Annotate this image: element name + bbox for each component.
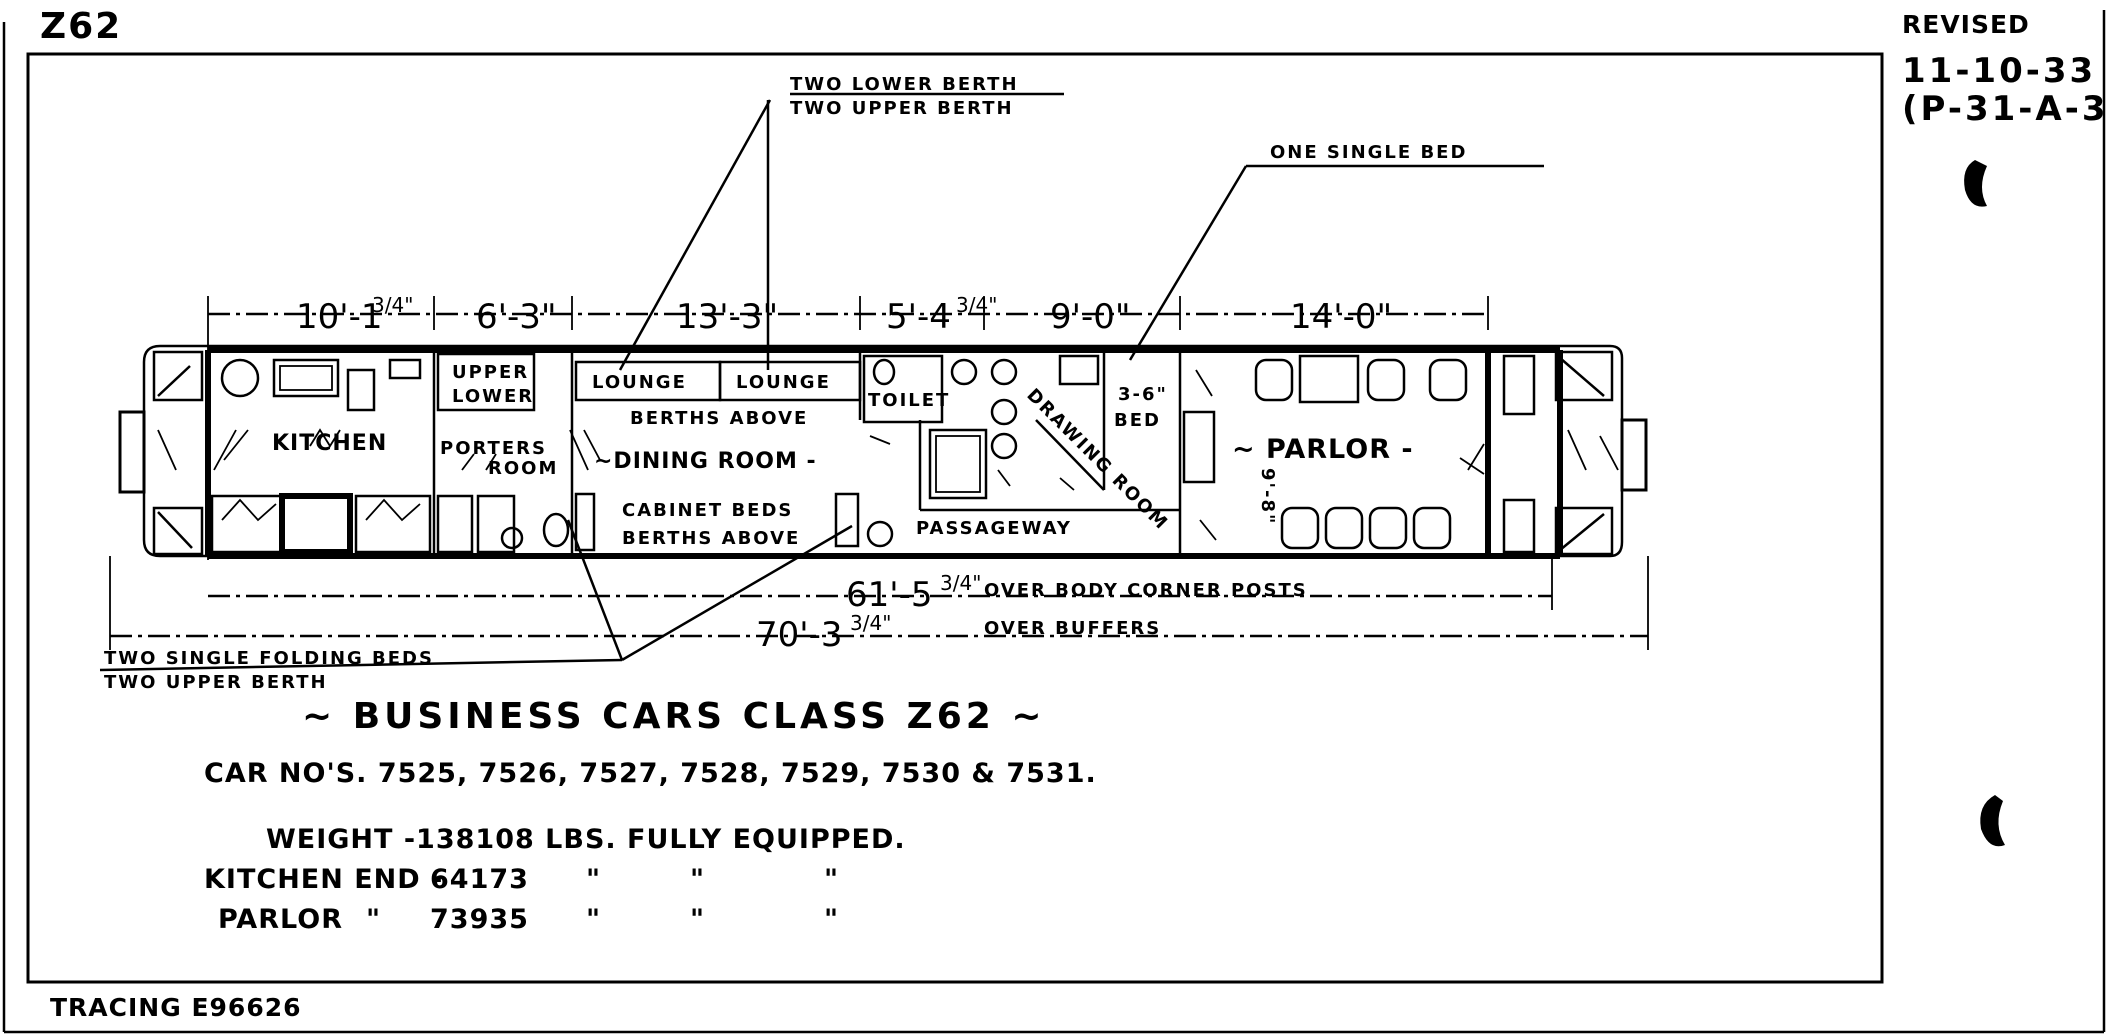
revised-label: REVISED (1902, 10, 2030, 39)
dim-kitchen-fraction: 3/4" (372, 293, 413, 317)
label-lounge-2: LOUNGE (736, 372, 831, 393)
dim-toilet: 5'-4 (886, 297, 951, 337)
parlor-weight-label: PARLOR (218, 904, 343, 935)
tracing-number: TRACING E96626 (50, 993, 302, 1022)
callout-two-lower-berth: TWO LOWER BERTH (790, 74, 1019, 95)
drawing-border (26, 52, 1884, 984)
room-porters: PORTERS (440, 438, 547, 459)
ditto-mark: " (824, 904, 839, 935)
room-dining: ~DINING ROOM - (594, 449, 817, 474)
car-numbers: CAR NO'S. 7525, 7526, 7527, 7528, 7529, … (204, 758, 1097, 789)
label-cabinet-beds: CABINET BEDS (622, 500, 793, 521)
dim-over-body-fraction: 3/4" (940, 571, 981, 595)
callout-one-single-bed: ONE SINGLE BED (1270, 142, 1467, 163)
room-kitchen: KITCHEN (272, 431, 387, 456)
label-lower-berth: LOWER (452, 386, 534, 407)
parlor-weight-value: 73935 (430, 904, 529, 935)
room-drawing: DRAWING ROOM (1022, 385, 1172, 535)
room-toilet: TOILET (868, 390, 950, 411)
drawing-title: ~ BUSINESS CARS CLASS Z62 ~ (302, 696, 1046, 737)
label-berths-above-bottom: BERTHS ABOVE (622, 528, 800, 549)
ditto-mark: " (586, 864, 601, 895)
callout-two-upper-berth-bottom: TWO UPPER BERTH (104, 672, 328, 693)
label-over-buffers: OVER BUFFERS (984, 618, 1161, 639)
label-bed-size: 3-6" (1118, 384, 1168, 405)
label-berths-above-top: BERTHS ABOVE (630, 408, 808, 429)
punch-hole-mark-top (1964, 160, 1987, 207)
dim-drawing-room: 9'-0" (1050, 297, 1131, 337)
dim-over-buffers: 70'-3 (756, 615, 843, 655)
label-lounge-1: LOUNGE (592, 372, 687, 393)
punch-hole-mark-bottom (1980, 795, 2005, 847)
ditto-mark: " (824, 864, 839, 895)
room-porters-room: ROOM (488, 458, 558, 479)
dim-over-body: 61'-5 (846, 575, 933, 615)
callout-two-single-folding-beds: TWO SINGLE FOLDING BEDS (104, 648, 434, 669)
label-over-body-corner-posts: OVER BODY CORNER POSTS (984, 580, 1308, 601)
dim-kitchen: 10'-1 (296, 297, 383, 337)
dim-dining-room: 13'-3" (676, 297, 778, 337)
label-passageway: PASSAGEWAY (916, 518, 1072, 539)
ditto-mark: " (586, 904, 601, 935)
ditto-mark: " (690, 864, 705, 895)
callout-lines (99, 92, 1544, 672)
kitchen-end-weight-value: 64173 (430, 864, 529, 895)
kitchen-end-weight-label: KITCHEN END - (204, 864, 443, 895)
room-parlor: ~ PARLOR - (1232, 434, 1414, 465)
dim-car-width: 9'-8" (1257, 468, 1278, 525)
dim-parlor: 14'-0" (1290, 297, 1392, 337)
callout-two-upper-berth: TWO UPPER BERTH (790, 98, 1014, 119)
ditto-mark: " (366, 904, 381, 935)
sheet-code: Z62 (40, 6, 122, 47)
revised-reference: (P-31-A-33) (1902, 89, 2110, 129)
dim-toilet-fraction: 3/4" (956, 293, 997, 317)
revised-date: 11-10-33 (1902, 51, 2096, 91)
label-bed: BED (1114, 410, 1161, 431)
weight-fully-equipped: WEIGHT -138108 LBS. FULLY EQUIPPED. (266, 824, 906, 855)
dim-over-buffers-fraction: 3/4" (850, 611, 891, 635)
car-plan (118, 344, 1648, 559)
ditto-mark: " (690, 904, 705, 935)
label-upper-berth: UPPER (452, 362, 529, 383)
bottom-dimension-lines (109, 556, 1649, 650)
dim-porters-room: 6'-3" (476, 297, 557, 337)
